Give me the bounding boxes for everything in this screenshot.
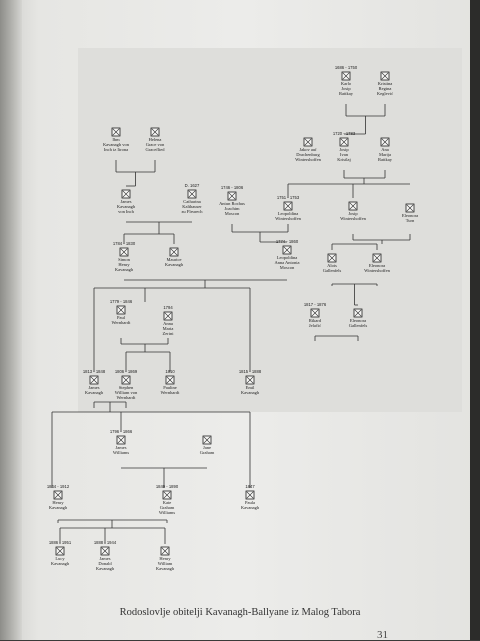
person-years: 1720 - 1783 xyxy=(332,131,356,136)
person-name: Kristina Regina Keglević xyxy=(376,81,394,96)
cross-mark-icon xyxy=(203,436,211,444)
person-name: Stephen William von Wernhardt xyxy=(114,385,138,400)
cross-mark-icon xyxy=(304,138,312,146)
cross-mark-icon xyxy=(406,204,414,212)
cross-mark-icon xyxy=(246,491,254,499)
person-name: Maurice Kavanagh xyxy=(164,257,184,267)
person-years: 1888 - 1944 xyxy=(93,540,117,545)
cross-mark-icon xyxy=(54,491,62,499)
cross-mark-icon xyxy=(373,254,381,262)
cross-mark-icon xyxy=(117,306,125,314)
person-years: 1751 - 1753 xyxy=(276,195,300,200)
person-years: 1794 xyxy=(163,305,173,310)
cross-mark-icon xyxy=(283,246,291,254)
cross-mark-icon xyxy=(161,547,169,555)
person-name: James Donald Kavanagh xyxy=(95,556,115,571)
cross-mark-icon xyxy=(120,248,128,256)
person-name: Jakov auf Drachenburg Wintershoffen xyxy=(295,147,321,162)
person-name: Emil Kavanagh xyxy=(240,385,260,395)
person-years: D. 1627 xyxy=(184,183,200,188)
cross-mark-icon xyxy=(164,312,172,320)
cross-mark-icon xyxy=(166,376,174,384)
person-name: Pauline Wernhardt xyxy=(160,385,180,395)
cross-mark-icon xyxy=(381,138,389,146)
person-name: Henry William Kavanagh xyxy=(155,556,175,571)
person-name: Ana Marija Rattkay xyxy=(378,147,392,162)
person-name: Paul Wernhardt xyxy=(111,315,131,325)
cross-mark-icon xyxy=(56,547,64,555)
person-name: Catharina Kalthauser zu Fleurech xyxy=(181,199,203,214)
person-name: Simon Henry Kavanagh xyxy=(114,257,134,272)
person-name: Antun Rochus Joachim Moscon xyxy=(219,201,245,216)
person-years: 1844 - 1912 xyxy=(46,484,70,489)
cross-mark-icon xyxy=(342,72,350,80)
cross-mark-icon xyxy=(163,491,171,499)
person-years: 1779 - 1846 xyxy=(109,299,133,304)
cross-mark-icon xyxy=(188,190,196,198)
person-name: Lucy Kavanagh xyxy=(50,556,70,566)
person-name: Paula Kavanagh xyxy=(240,500,260,510)
cross-mark-icon xyxy=(151,128,159,136)
person-name: Helena Grace von Graceflied xyxy=(145,137,165,152)
person-name: Eleonora Gallenfels xyxy=(348,318,368,328)
person-name: Jane Graham xyxy=(199,445,215,455)
person-name: James Williams xyxy=(112,445,130,455)
cross-mark-icon xyxy=(228,192,236,200)
cross-mark-icon xyxy=(90,376,98,384)
cross-mark-icon xyxy=(284,202,292,210)
person-years: 1796 - 1866 xyxy=(109,429,133,434)
page-number: 31 xyxy=(377,629,388,641)
person-name: Leopoldina Wintershoffen xyxy=(275,211,301,221)
cross-mark-icon xyxy=(349,202,357,210)
cross-mark-icon xyxy=(122,190,130,198)
person-name: Josip Ivan Kristlaj xyxy=(337,147,351,162)
cross-mark-icon xyxy=(246,376,254,384)
person-name: James Kavanagh von Inch xyxy=(116,199,136,214)
person-name: Rikard Jelačić xyxy=(308,318,322,328)
cross-mark-icon xyxy=(117,436,125,444)
person-years: 1847 xyxy=(245,484,255,489)
person-name: Alois Gallenfels xyxy=(322,263,342,273)
person-name: Karlo Josip Rattkay xyxy=(339,81,353,96)
page-edge-shadow xyxy=(470,0,480,640)
cross-mark-icon xyxy=(354,309,362,317)
person-name: Leopoldina Anna Antonia Moscon xyxy=(274,255,300,270)
person-years: 1784 - 1830 xyxy=(112,241,136,246)
person-years: 1746 - 1806 xyxy=(220,185,244,190)
cross-mark-icon xyxy=(170,248,178,256)
person-years: 1886 - 1951 xyxy=(48,540,72,545)
cross-mark-icon xyxy=(340,138,348,146)
person-name: Henry Kavanagh xyxy=(48,500,68,510)
person-years: 1806 - 1869 xyxy=(114,369,138,374)
cross-mark-icon xyxy=(328,254,336,262)
person-years: 1686 - 1750 xyxy=(334,65,358,70)
person-name: Eleonora Turn xyxy=(401,213,419,223)
person-years: 1810 xyxy=(165,369,175,374)
person-name: Ibm Kavanagh von Inch iz Iirona xyxy=(102,137,130,152)
person-years: 1813 - 1848 xyxy=(82,369,106,374)
cross-mark-icon xyxy=(311,309,319,317)
page-caption: Rodoslovlje obitelji Kavanagh-Ballyane i… xyxy=(119,607,361,618)
cross-mark-icon xyxy=(122,376,130,384)
person-years: 1815 - 1888 xyxy=(238,369,262,374)
person-years: 1817 - 1876 xyxy=(303,302,327,307)
person-name: Eleonora Wintershoffen xyxy=(364,263,390,273)
person-name: Anna Maria Zerini xyxy=(162,321,174,336)
book-spine-shadow xyxy=(0,0,22,640)
cross-mark-icon xyxy=(112,128,120,136)
person-name: Josip Wintershoffen xyxy=(340,211,366,221)
person-name: Kate Graham Williams xyxy=(158,500,176,515)
cross-mark-icon xyxy=(101,547,109,555)
person-years: 1840 - 1890 xyxy=(155,484,179,489)
cross-mark-icon xyxy=(381,72,389,80)
shaded-panel xyxy=(78,48,462,412)
person-years: 1774 - 1860 xyxy=(275,239,299,244)
person-name: James Kavanagh xyxy=(84,385,104,395)
